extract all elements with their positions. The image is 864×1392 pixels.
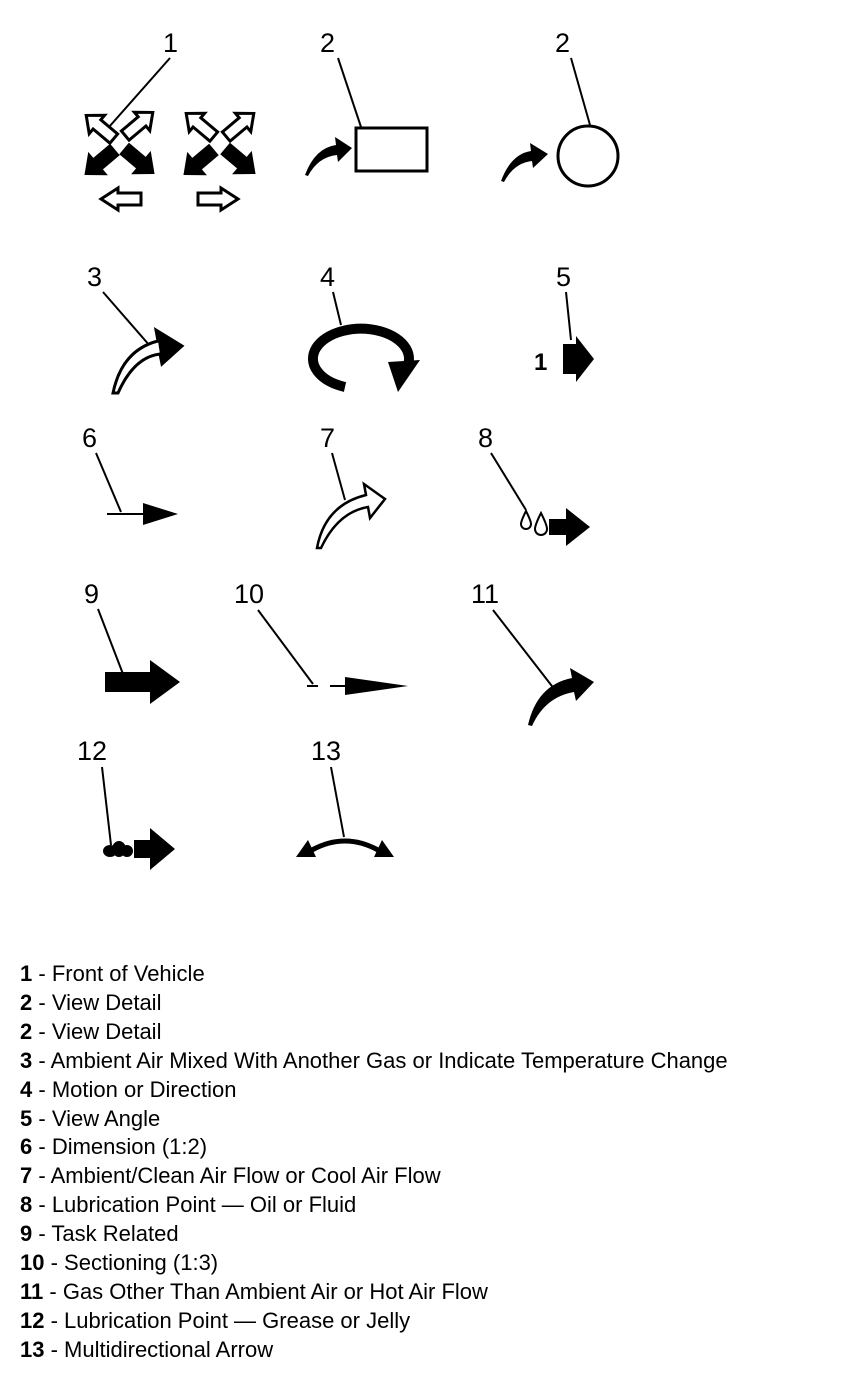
legend-item: 10 - Sectioning (1:3) — [20, 1250, 219, 1276]
symbol-diagram: 1 2 2 — [76, 28, 620, 870]
hot-air-symbol: 11 — [471, 579, 594, 726]
leader-line — [330, 766, 345, 838]
callout-number: 12 — [77, 736, 107, 766]
view-angle-arrow-icon: 1 — [534, 336, 594, 382]
view-angle-label: 1 — [534, 349, 547, 376]
hot-air-arrow-icon — [528, 668, 594, 726]
callout-number: 4 — [320, 262, 335, 292]
callout-number: 7 — [320, 423, 335, 453]
oil-point-symbol: 8 — [478, 423, 590, 546]
leader-line — [331, 452, 346, 501]
callout-number: 10 — [234, 579, 264, 609]
sectioning-symbol: 10 — [234, 579, 408, 695]
legend-item: 11 - Gas Other Than Ambient Air or Hot A… — [20, 1278, 488, 1304]
view-detail-circle-symbol: 2 — [501, 28, 620, 188]
callout-number: 8 — [478, 423, 493, 453]
legend-item: 2 - View Detail — [20, 989, 162, 1015]
callout-number: 5 — [556, 262, 571, 292]
callout-number: 11 — [471, 579, 499, 609]
view-detail-rectangle-symbol: 2 — [305, 28, 429, 176]
multidirectional-arrow-icon — [296, 838, 394, 857]
legend-item: 13 - Multidirectional Arrow — [20, 1336, 274, 1362]
leader-line — [102, 291, 151, 347]
legend-item: 6 - Dimension (1:2) — [20, 1134, 208, 1160]
legend-item: 3 - Ambient Air Mixed With Another Gas o… — [20, 1047, 728, 1073]
leader-line — [332, 291, 342, 326]
callout-number: 9 — [84, 579, 99, 609]
view-angle-symbol: 5 1 — [534, 262, 594, 382]
dimension-symbol: 6 — [82, 423, 178, 525]
legend-item: 12 - Lubrication Point — Grease or Jelly — [20, 1307, 411, 1333]
view-detail-circle-icon — [501, 124, 620, 188]
rotation-arrow-icon — [308, 323, 420, 392]
legend-item: 5 - View Angle — [20, 1105, 161, 1131]
leader-line — [337, 57, 362, 128]
leader-line — [95, 452, 122, 513]
motion-symbol: 4 — [308, 262, 420, 392]
view-detail-rectangle-icon — [305, 126, 429, 176]
legend-item: 1 - Front of Vehicle — [20, 961, 205, 986]
leader-line — [101, 766, 112, 846]
oil-drops-arrow-icon — [519, 508, 590, 546]
callout-number: 13 — [311, 736, 341, 766]
leader-line — [97, 608, 124, 675]
task-arrow-icon — [105, 660, 180, 704]
dimension-arrow-icon — [107, 503, 178, 525]
legend-item: 7 - Ambient/Clean Air Flow or Cool Air F… — [20, 1163, 441, 1189]
legend: 1 - Front of Vehicle 2 - View Detail 2 -… — [20, 960, 728, 1365]
front-of-vehicle-icon — [76, 101, 264, 213]
legend-item: 8 - Lubrication Point — Oil or Fluid — [20, 1192, 357, 1218]
task-related-symbol: 9 — [84, 579, 180, 704]
grease-arrow-icon — [103, 828, 175, 870]
clean-air-arrow-icon — [315, 481, 387, 550]
sectioning-arrow-icon — [307, 677, 408, 695]
leader-line — [257, 609, 314, 685]
multidirectional-symbol: 13 — [296, 736, 394, 857]
callout-number: 1 — [163, 28, 178, 58]
leader-line — [490, 452, 527, 511]
callout-number: 6 — [82, 423, 97, 453]
leader-line — [492, 609, 556, 691]
callout-number: 2 — [320, 28, 335, 58]
legend-item: 4 - Motion or Direction — [20, 1076, 237, 1102]
callout-number: 3 — [87, 262, 102, 292]
leader-line — [108, 57, 171, 128]
leader-line — [565, 291, 572, 341]
mixed-air-symbol: 3 — [87, 262, 185, 395]
legend-item: 2 - View Detail — [20, 1018, 162, 1044]
legend-item: 9 - Task Related — [20, 1221, 179, 1247]
grease-point-symbol: 12 — [77, 736, 175, 870]
mixed-air-arrow-icon — [111, 326, 185, 395]
callout-number: 2 — [555, 28, 570, 58]
front-of-vehicle-symbol: 1 — [76, 28, 264, 213]
clean-air-symbol: 7 — [315, 423, 387, 550]
leader-line — [570, 57, 591, 126]
